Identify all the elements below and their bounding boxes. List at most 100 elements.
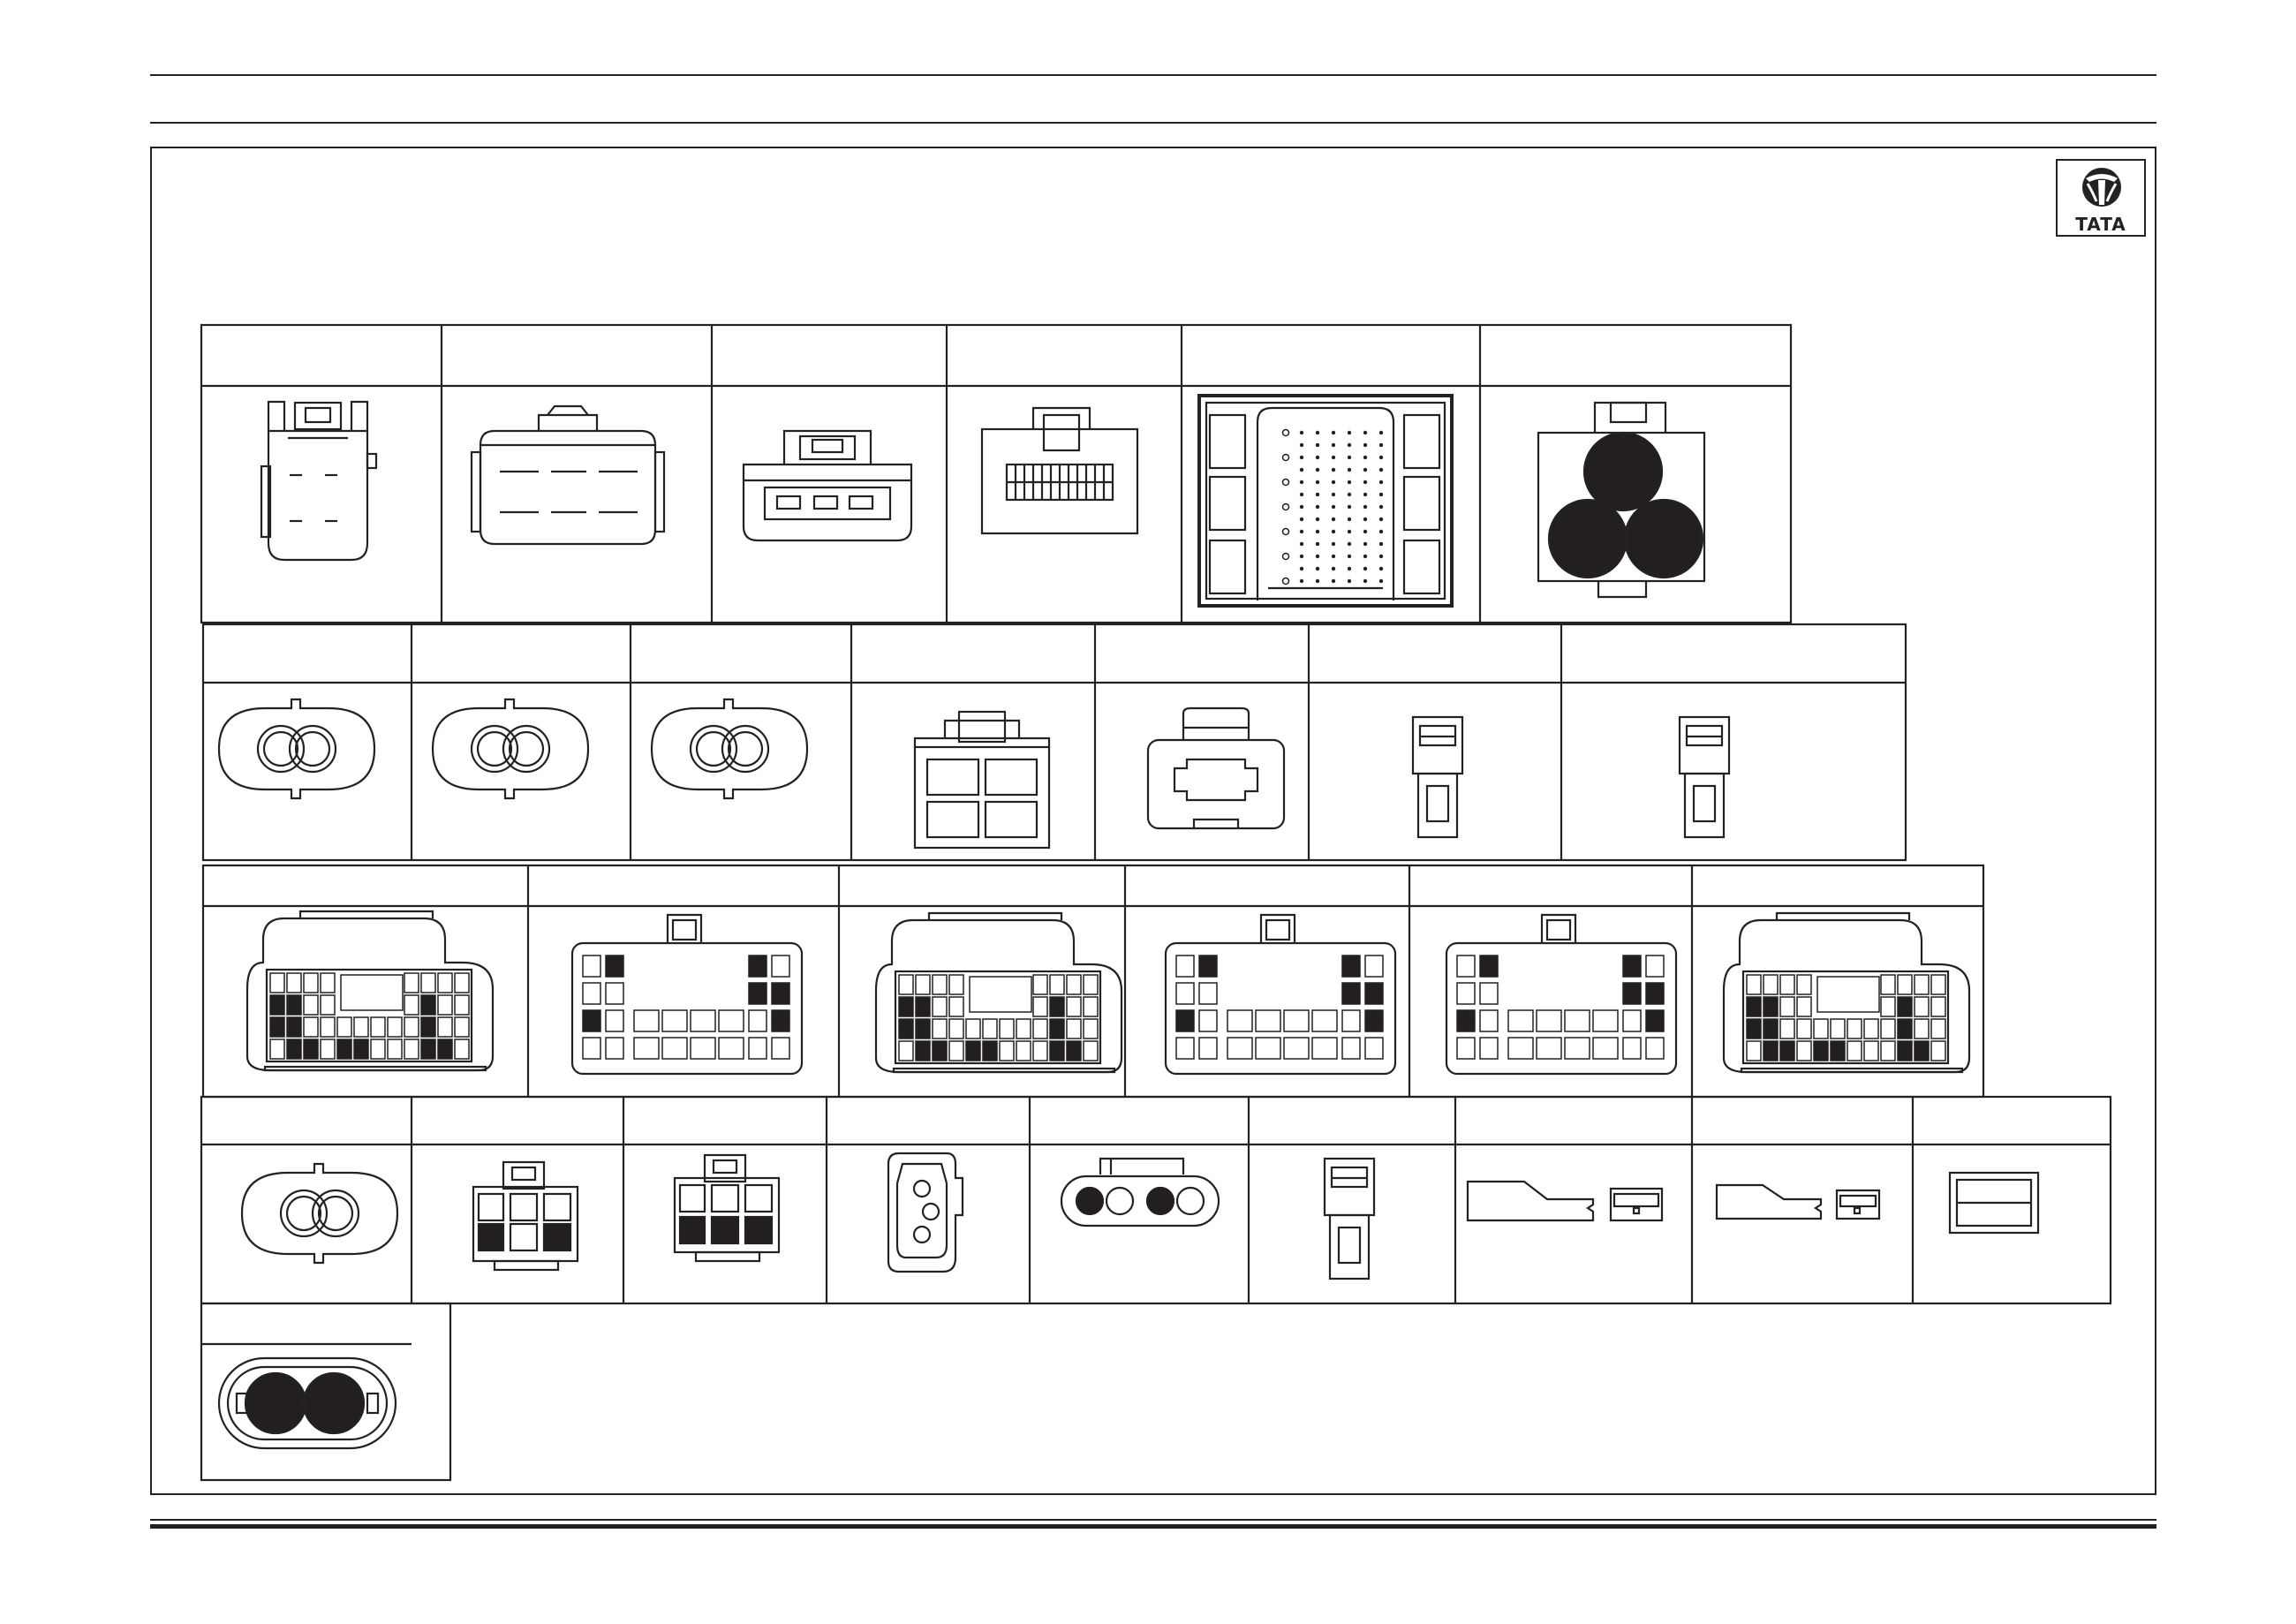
ecu-pin bbox=[1363, 554, 1368, 559]
ring-terminal-icon bbox=[1715, 1183, 1881, 1220]
cabin-pin bbox=[932, 1040, 948, 1061]
ecu-pin bbox=[1315, 529, 1320, 534]
cabin-pin bbox=[948, 1018, 964, 1039]
ecu-pin bbox=[1363, 566, 1368, 571]
ecu-pin bbox=[1315, 554, 1320, 559]
body-pin bbox=[1645, 1009, 1665, 1032]
cabin-pin bbox=[269, 1016, 285, 1038]
ecu-pin bbox=[1299, 529, 1304, 534]
cabin-pin bbox=[982, 1040, 998, 1061]
cabin-pin-grid bbox=[898, 974, 1099, 1061]
cabin-pin bbox=[1897, 1040, 1913, 1061]
body-pin bbox=[1364, 982, 1384, 1005]
body-pin bbox=[690, 1009, 716, 1032]
single-pin-terminal-icon bbox=[1411, 715, 1464, 839]
body-pin bbox=[1175, 982, 1195, 1005]
ecu-pin bbox=[1281, 552, 1290, 561]
ecu-pin bbox=[1363, 578, 1368, 584]
body-pin bbox=[1341, 982, 1361, 1005]
body-pin bbox=[1479, 955, 1499, 978]
cabin-pin bbox=[353, 1016, 369, 1038]
six-pin-latch-connector-icon bbox=[673, 1153, 781, 1263]
ecu-pin bbox=[1347, 504, 1352, 510]
two-row-4-pin-connector-icon bbox=[260, 400, 378, 562]
ecu-pin bbox=[1281, 453, 1290, 462]
cabin-pin bbox=[454, 1039, 470, 1060]
body-pin-grid bbox=[1175, 955, 1384, 1060]
cabin-pin bbox=[1032, 974, 1048, 995]
ecu-pin bbox=[1363, 442, 1368, 448]
cabin-pin-grid bbox=[1746, 974, 1946, 1061]
cabin-pin bbox=[932, 996, 948, 1017]
ecu-pin bbox=[1347, 541, 1352, 547]
body-pin bbox=[1255, 1009, 1281, 1032]
tata-emblem-icon bbox=[2082, 168, 2121, 207]
body-pin bbox=[1175, 955, 1195, 978]
cabin-pin bbox=[1032, 1040, 1048, 1061]
cabin-pin bbox=[948, 974, 964, 995]
cabin-pin bbox=[1032, 1018, 1048, 1039]
body-pin bbox=[748, 1009, 767, 1032]
ecu-pin bbox=[1315, 430, 1320, 435]
ecu-pin bbox=[1363, 480, 1368, 485]
ecu-pin bbox=[1315, 504, 1320, 510]
cabin-pin bbox=[286, 1016, 302, 1038]
two-pin-latched-connector-icon bbox=[1146, 706, 1286, 830]
ecu-pin bbox=[1347, 492, 1352, 497]
multi-pin-cabin-connector-icon bbox=[874, 911, 1123, 1074]
body-pin bbox=[1507, 1009, 1534, 1032]
body-pin bbox=[1364, 1009, 1384, 1032]
cabin-pin bbox=[336, 1016, 352, 1038]
body-pin bbox=[1341, 955, 1361, 978]
cabin-pin bbox=[1746, 1040, 1762, 1061]
cabin-pin bbox=[932, 1018, 948, 1039]
cabin-pin bbox=[1880, 1018, 1896, 1039]
multi-pin-cabin-connector-icon bbox=[245, 910, 495, 1072]
cabin-pin bbox=[269, 972, 285, 993]
four-pin-inline-connector-icon bbox=[1060, 1157, 1220, 1227]
body-pin bbox=[771, 1037, 790, 1060]
ecu-pin bbox=[1315, 541, 1320, 547]
cabin-pin bbox=[1763, 1040, 1779, 1061]
body-pin bbox=[605, 982, 624, 1005]
cabin-pin bbox=[320, 994, 336, 1016]
ecu-pin bbox=[1315, 455, 1320, 460]
cabin-pin bbox=[1746, 996, 1762, 1017]
cabin-pin bbox=[1813, 1040, 1829, 1061]
cabin-center-block bbox=[1816, 976, 1880, 1013]
ecu-pin bbox=[1378, 541, 1384, 547]
ecu-pin bbox=[1281, 527, 1290, 536]
cabin-pin bbox=[1016, 1040, 1031, 1061]
ecu-pin bbox=[1378, 504, 1384, 510]
cabin-pin bbox=[404, 994, 419, 1016]
cabin-pin bbox=[1763, 974, 1779, 995]
cabin-pin bbox=[370, 1039, 386, 1060]
body-pin bbox=[1283, 1037, 1310, 1060]
cabin-pin bbox=[999, 1018, 1015, 1039]
ecu-pin bbox=[1363, 541, 1368, 547]
multi-pin-body-connector-icon bbox=[1445, 913, 1678, 1076]
footer-rule-thin bbox=[150, 1519, 2156, 1521]
cabin-pin bbox=[1066, 996, 1082, 1017]
ecu-pin bbox=[1281, 428, 1290, 437]
cabin-pin-grid bbox=[269, 972, 470, 1060]
cabin-pin bbox=[932, 974, 948, 995]
cabin-pin bbox=[286, 994, 302, 1016]
cabin-pin bbox=[269, 1039, 285, 1060]
body-pin bbox=[1255, 1037, 1281, 1060]
body-pin bbox=[1536, 1037, 1562, 1060]
cabin-pin bbox=[286, 972, 302, 993]
cabin-pin bbox=[1049, 974, 1065, 995]
ecu-pin bbox=[1378, 442, 1384, 448]
logo-text: TATA bbox=[2075, 214, 2126, 235]
ecu-pin bbox=[1315, 517, 1320, 522]
ecu-pin bbox=[1299, 504, 1304, 510]
three-pin-power-connector-icon bbox=[1537, 401, 1706, 599]
body-pin bbox=[1364, 955, 1384, 978]
ecu-multi-pin-connector-icon bbox=[1197, 394, 1454, 608]
cabin-pin bbox=[454, 972, 470, 993]
ecu-pin bbox=[1363, 430, 1368, 435]
ecu-pin bbox=[1315, 578, 1320, 584]
ecu-pin bbox=[1331, 517, 1336, 522]
ecu-pin bbox=[1378, 554, 1384, 559]
